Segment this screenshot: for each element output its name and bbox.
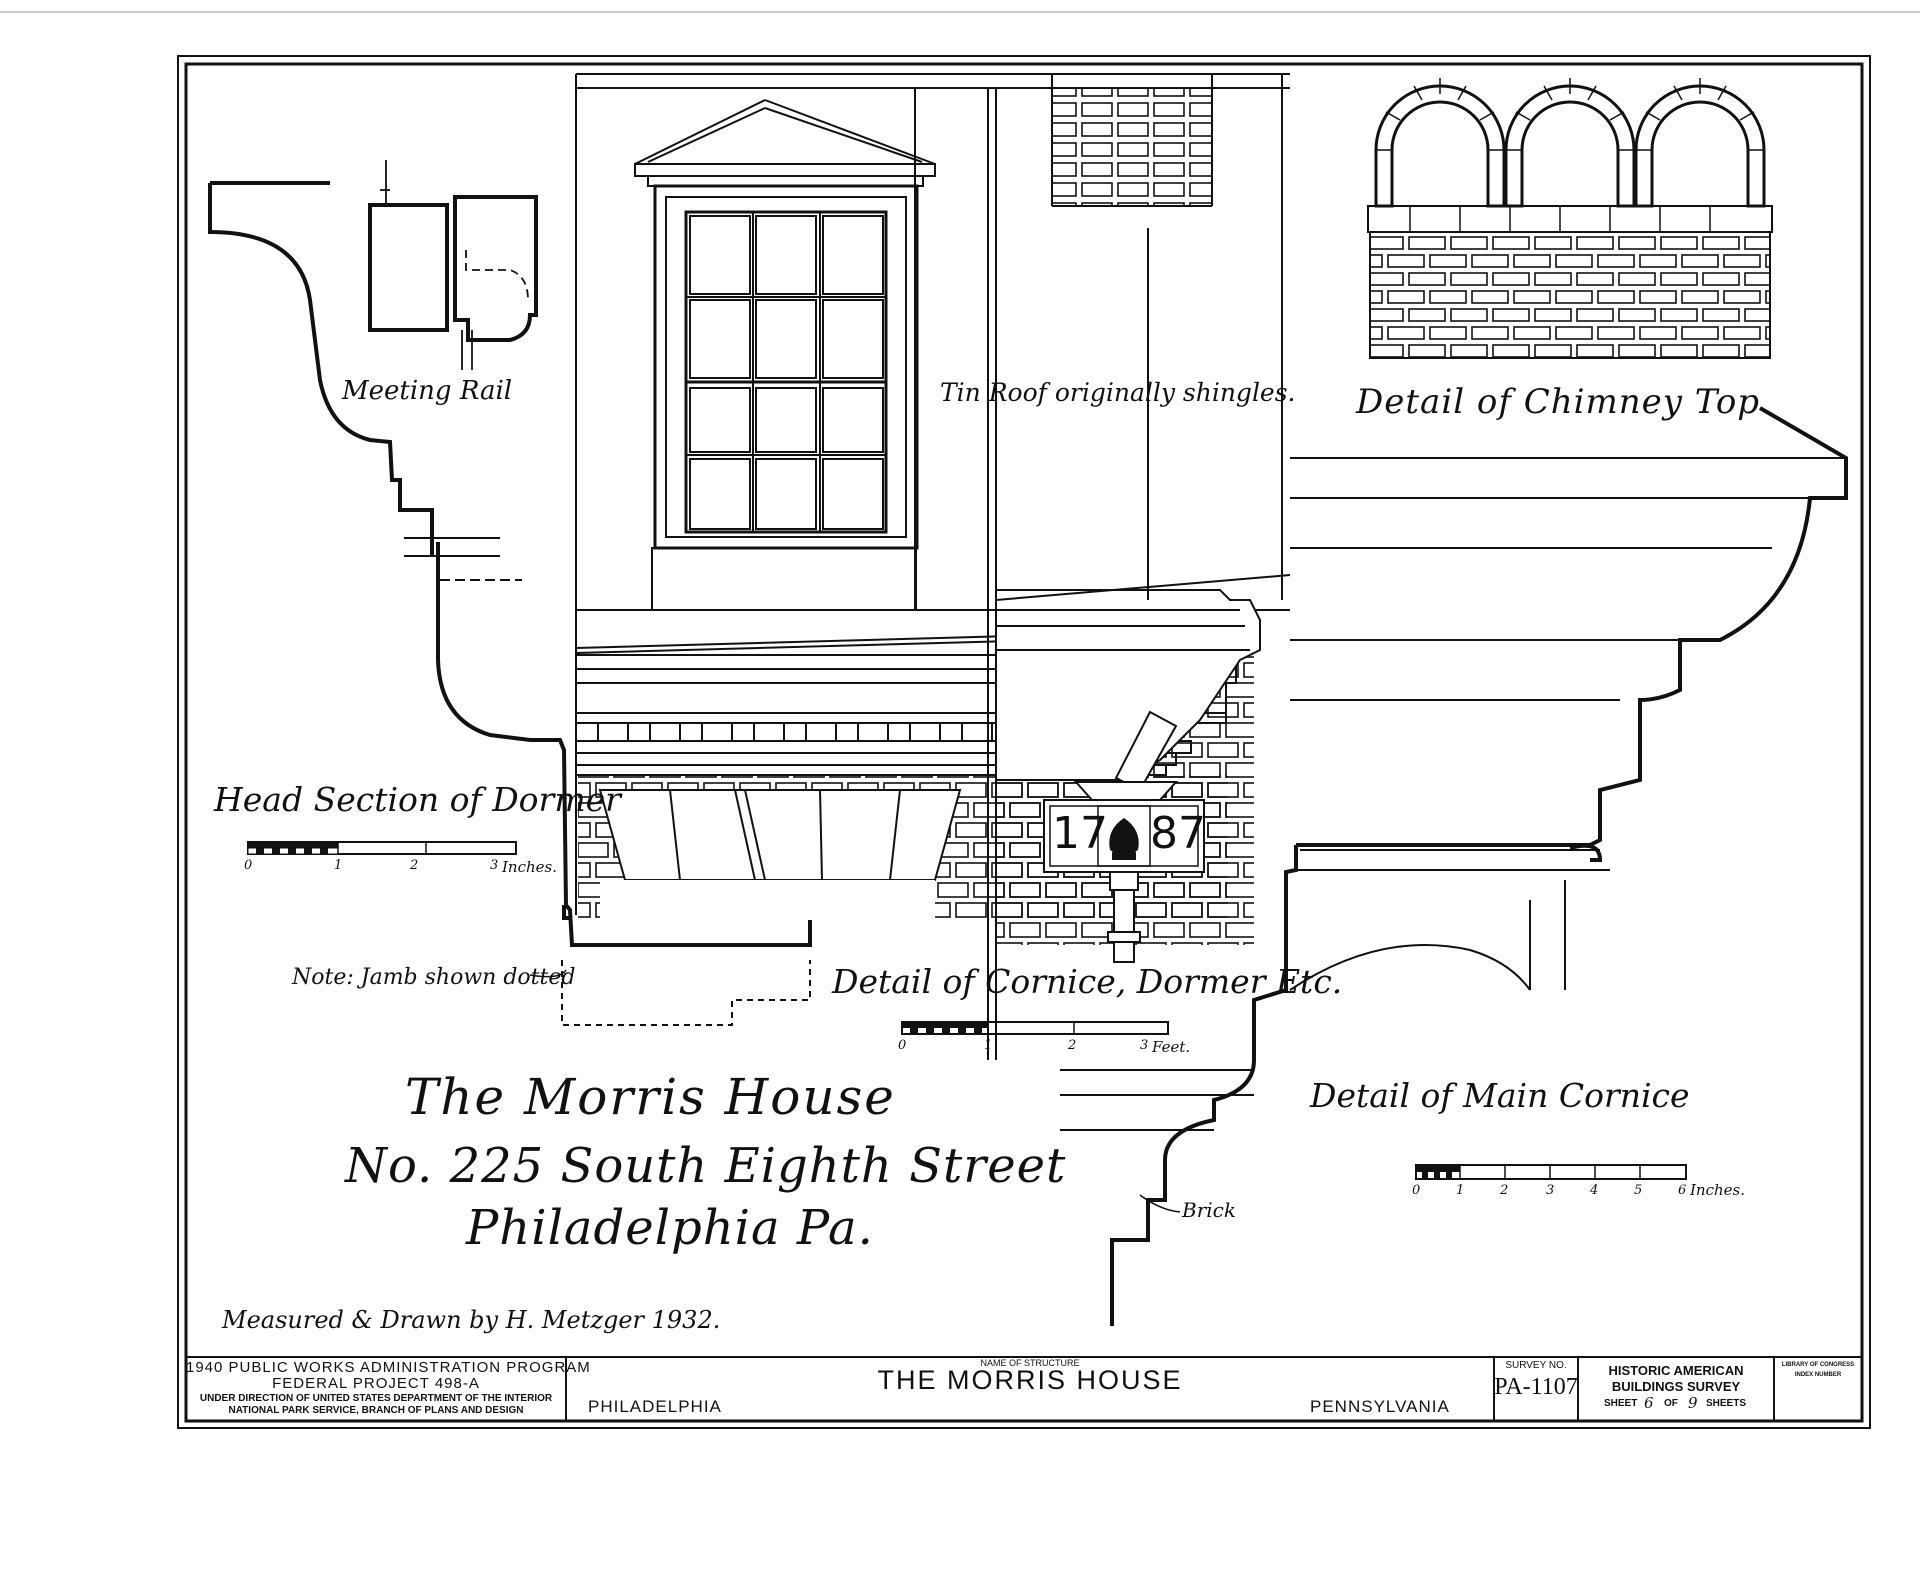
cornice-scale-tick-1: 1 [984,1038,993,1053]
head-scale-tick-2: 2 [410,858,419,873]
program-line-1: 1940 PUBLIC WORKS ADMINISTRATION PROGRAM [186,1359,591,1376]
drawing-address: No. 225 South Eighth Street [345,1138,1067,1194]
sheet-number: 6 [1644,1394,1654,1412]
chimney-top-label: Detail of Chimney Top [1356,382,1761,422]
cornice-scale-tick-3: 3 [1140,1038,1149,1053]
meeting-rail-label: Meeting Rail [342,376,513,406]
brick-label: Brick [1182,1198,1236,1222]
jamb-note-label: Note: Jamb shown dotted [292,965,576,990]
main-cornice-label: Detail of Main Cornice [1310,1076,1690,1115]
structure-name: THE MORRIS HOUSE [877,1365,1183,1395]
main-scale-tick-3: 3 [1546,1183,1555,1198]
head-scale-unit: Inches. [502,858,557,876]
main-scale-tick-2: 2 [1500,1183,1509,1198]
main-scale-tick-0: 0 [1412,1183,1421,1198]
footer-city: PHILADELPHIA [588,1397,722,1416]
main-scale-tick-5: 5 [1634,1183,1643,1198]
drawing-credit: Measured & Drawn by H. Metzger 1932. [222,1306,721,1334]
main-scale-unit: Inches. [1690,1181,1745,1199]
head-section-profile [208,181,812,947]
main-cornice-scale [1415,1164,1687,1180]
drawing-city: Philadelphia Pa. [466,1200,874,1256]
program-line-2: FEDERAL PROJECT 498-A [272,1375,480,1392]
chimney-top-detail [1367,78,1773,359]
of-word: OF [1664,1398,1678,1409]
outer-border [177,55,1871,1429]
head-scale-tick-1: 1 [334,858,343,873]
flat-arch-lintel [598,789,962,881]
loc-line-1: LIBRARY OF CONGRESS [1781,1362,1855,1368]
main-scale-tick-6: 6 [1678,1183,1687,1198]
head-scale-tick-0: 0 [244,858,253,873]
head-section-label: Head Section of Dormer [214,780,621,819]
downspout [1073,781,1179,963]
footer-state: PENNSYLVANIA [1310,1397,1450,1416]
head-scale-tick-3: 3 [490,858,499,873]
cornice-scale-unit: Feet. [1152,1038,1191,1056]
cornice-side-profile [995,589,1261,792]
survey-number: PA-1107 [1494,1374,1578,1400]
head-section-scale [247,841,517,855]
chimney-shaft-bricks [1052,88,1212,206]
main-scale-tick-4: 4 [1590,1183,1599,1198]
survey-no-label: SURVEY NO. [1505,1360,1567,1371]
structure-name-label: NAME OF STRUCTURE [980,1358,1080,1368]
main-cornice-detail [1289,457,1846,991]
loc-line-2: INDEX NUMBER [1794,1372,1842,1378]
cornice-scale-tick-0: 0 [898,1038,907,1053]
footer-frame [185,1356,1863,1422]
drawing-title: The Morris House [405,1068,896,1126]
cornice-dormer-label: Detail of Cornice, Dormer Etc. [832,962,1343,1001]
program-line-3: UNDER DIRECTION OF UNITED STATES DEPARTM… [199,1393,553,1404]
date-stone-year-left: 17 [1052,808,1108,859]
window-head-void [600,880,935,920]
sheet-word: SHEET [1604,1398,1638,1409]
tin-roof-label: Tin Roof originally shingles. [940,378,1296,407]
date-stone [1043,799,1205,873]
main-scale-tick-1: 1 [1456,1183,1465,1198]
habs-line-1: HISTORIC AMERICAN [1608,1363,1744,1378]
habs-line-2: BUILDINGS SURVEY [1611,1379,1741,1394]
cornice-dormer-scale [901,1021,1169,1035]
sheet-total: 9 [1688,1394,1698,1412]
sheets-word: SHEETS [1706,1398,1747,1409]
date-stone-year-right: 87 [1150,808,1206,859]
program-line-4: NATIONAL PARK SERVICE, BRANCH OF PLANS A… [228,1405,524,1416]
meeting-rail-detail [368,195,538,342]
cornice-scale-tick-2: 2 [1068,1038,1077,1053]
